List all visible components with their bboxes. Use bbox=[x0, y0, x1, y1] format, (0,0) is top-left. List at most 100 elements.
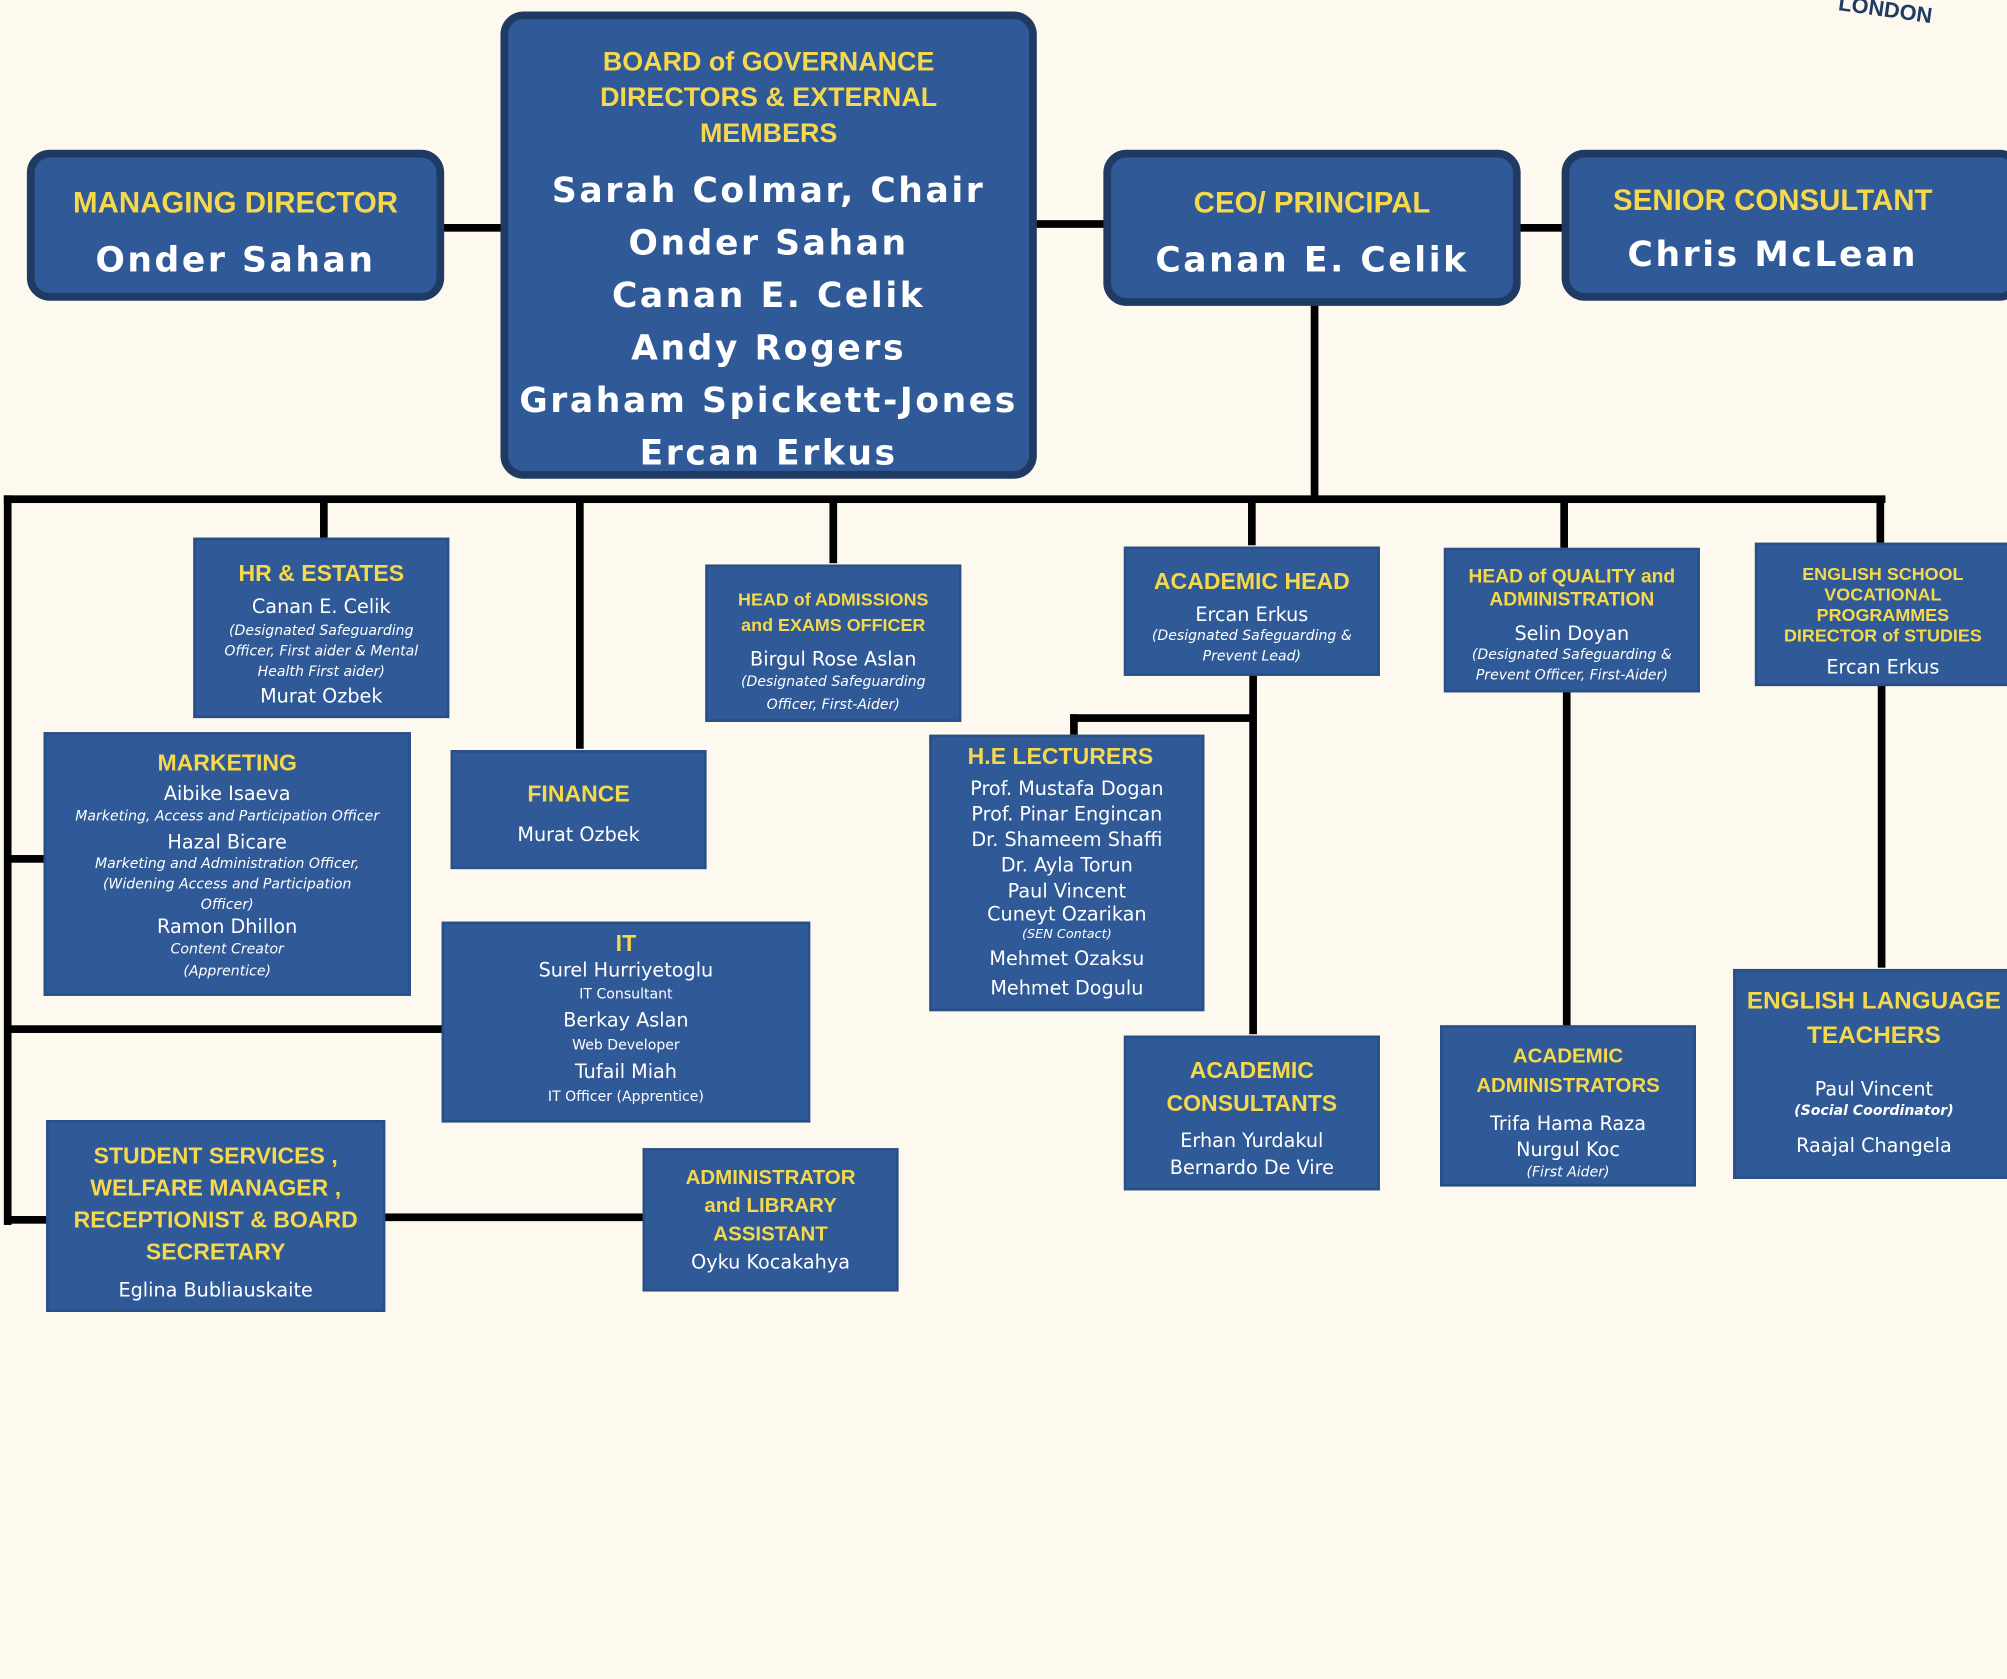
academic-head-role-line-2: Prevent Lead) bbox=[1202, 647, 1302, 665]
lecturer-name: Paul Vincent bbox=[1007, 879, 1127, 903]
board-member: Andy Rogers bbox=[631, 328, 907, 369]
academic-head-role-line-1: (Designated Safeguarding & bbox=[1151, 627, 1352, 644]
marketing-name-3: Ramon Dhillon bbox=[157, 915, 298, 939]
lecturer-name: Prof. Pinar Engincan bbox=[971, 802, 1163, 826]
student-services-name: Eglina Bubliauskaite bbox=[118, 1278, 313, 1302]
academic-head-name: Ercan Erkus bbox=[1195, 602, 1309, 626]
academic-consultants-box: ACADEMIC CONSULTANTS Erhan Yurdakul Bern… bbox=[1123, 1035, 1380, 1191]
english-school-title-line-3: PROGRAMMES bbox=[1816, 604, 1950, 625]
connector-line bbox=[1031, 220, 1109, 228]
lecturer-name: Mehmet Dogulu bbox=[990, 976, 1144, 1000]
marketing-title: MARKETING bbox=[157, 750, 297, 776]
admissions-role-line-1: (Designated Safeguarding bbox=[741, 673, 926, 690]
board-member: Graham Spickett-Jones bbox=[519, 381, 1018, 422]
managing-director-box: MANAGING DIRECTOR Onder Sahan bbox=[26, 149, 445, 301]
quality-role-line-1: (Designated Safeguarding & bbox=[1471, 646, 1672, 664]
board-box: BOARD of GOVERNANCE DIRECTORS & EXTERNAL… bbox=[500, 11, 1037, 479]
lecturer-sen-role: (SEN Contact) bbox=[1022, 928, 1112, 943]
marketing-role-3a: Content Creator bbox=[170, 940, 284, 958]
marketing-box: MARKETING Aibike Isaeva Marketing, Acces… bbox=[43, 732, 411, 996]
english-school-title-line-2: VOCATIONAL bbox=[1824, 583, 1942, 605]
consultants-title-line-2: CONSULTANTS bbox=[1166, 1090, 1338, 1117]
english-school-box: ENGLISH SCHOOL VOCATIONAL PROGRAMMES DIR… bbox=[1754, 542, 2007, 687]
quality-title-line-1: HEAD of QUALITY and bbox=[1468, 565, 1676, 588]
connector-line bbox=[320, 499, 328, 538]
senior-consultant-name: Chris McLean bbox=[1627, 235, 1919, 276]
board-title-line-1: BOARD of GOVERNANCE bbox=[602, 47, 935, 77]
connector-line bbox=[7, 855, 47, 863]
managing-director-title: MANAGING DIRECTOR bbox=[73, 185, 398, 219]
connector-line bbox=[576, 499, 584, 749]
ceo-box: CEO/ PRINCIPAL Canan E. Celik bbox=[1103, 149, 1521, 306]
it-name-2: Berkay Aslan bbox=[563, 1008, 689, 1032]
student-services-title-line-1: STUDENT SERVICES , bbox=[93, 1143, 338, 1169]
admissions-role-line-2: Officer, First-Aider) bbox=[766, 696, 900, 713]
marketing-role-2c: Officer) bbox=[200, 896, 254, 913]
connector-line bbox=[1877, 683, 1886, 968]
it-box: IT Surel Hurriyetoglu IT Consultant Berk… bbox=[441, 921, 811, 1123]
it-role-1: IT Consultant bbox=[579, 985, 673, 1003]
teachers-title-line-2: TEACHERS bbox=[1807, 1022, 1941, 1050]
consultants-title-line-1: ACADEMIC bbox=[1189, 1057, 1314, 1083]
marketing-name-1: Aibike Isaeva bbox=[163, 782, 291, 806]
connector-line bbox=[1070, 714, 1078, 735]
marketing-role-3b: (Apprentice) bbox=[183, 962, 272, 980]
senior-consultant-title: SENIOR CONSULTANT bbox=[1613, 183, 1933, 217]
ceo-name: Canan E. Celik bbox=[1155, 240, 1469, 281]
lecturer-name: Dr. Shameem Shaffi bbox=[971, 828, 1163, 852]
teachers-title-line-1: ENGLISH LANGUAGE bbox=[1746, 988, 2001, 1016]
it-role-3: IT Officer (Apprentice) bbox=[547, 1088, 704, 1105]
it-title: IT bbox=[615, 930, 637, 957]
student-services-title-line-3: RECEPTIONIST & BOARD bbox=[73, 1207, 358, 1233]
administrators-title-line-1: ACADEMIC bbox=[1512, 1045, 1624, 1068]
connector-line bbox=[1248, 499, 1256, 546]
administrators-title-line-2: ADMINISTRATORS bbox=[1476, 1075, 1660, 1097]
connector-line bbox=[3, 495, 1886, 504]
connector-line bbox=[1070, 714, 1254, 722]
hr-name: Canan E. Celik bbox=[251, 595, 391, 619]
college-seal: LONDON bbox=[1836, 0, 1934, 29]
admissions-box: HEAD of ADMISSIONS and EXAMS OFFICER Bir… bbox=[705, 564, 962, 722]
hr-role-line-1: (Designated Safeguarding bbox=[229, 622, 414, 639]
library-title-line-2: and LIBRARY bbox=[704, 1195, 837, 1218]
consultant-name: Erhan Yurdakul bbox=[1180, 1128, 1324, 1152]
admissions-title-line-2: and EXAMS OFFICER bbox=[741, 614, 926, 635]
academic-head-title: ACADEMIC HEAD bbox=[1153, 568, 1350, 594]
connector-line bbox=[1876, 499, 1885, 543]
senior-consultant-box: SENIOR CONSULTANT Chris McLean bbox=[1561, 149, 2007, 301]
ceo-title: CEO/ PRINCIPAL bbox=[1193, 185, 1431, 219]
english-school-name: Ercan Erkus bbox=[1826, 655, 1940, 679]
lecturer-name: Prof. Mustafa Dogan bbox=[970, 776, 1164, 800]
hr-estates-box: HR & ESTATES Canan E. Celik (Designated … bbox=[193, 537, 450, 719]
managing-director-name: Onder Sahan bbox=[95, 240, 376, 281]
administrator-name: Trifa Hama Raza bbox=[1489, 1112, 1647, 1136]
lecturers-box: H.E LECTURERS Prof. Mustafa Dogan Prof. … bbox=[929, 734, 1205, 1012]
student-services-title-line-2: WELFARE MANAGER , bbox=[90, 1175, 342, 1201]
lecturer-name: Dr. Ayla Torun bbox=[1000, 853, 1133, 877]
connector-line bbox=[1249, 673, 1257, 1035]
finance-title: FINANCE bbox=[527, 780, 630, 807]
library-title-line-3: ASSISTANT bbox=[713, 1223, 828, 1246]
admissions-title-line-1: HEAD of ADMISSIONS bbox=[738, 588, 929, 610]
board-member: Canan E. Celik bbox=[611, 276, 926, 317]
connector-line bbox=[3, 495, 12, 1225]
library-title-line-1: ADMINISTRATOR bbox=[685, 1167, 856, 1190]
english-teachers-box: ENGLISH LANGUAGE TEACHERS Paul Vincent (… bbox=[1733, 968, 2007, 1179]
connector-line bbox=[384, 1213, 644, 1222]
connector-line bbox=[1562, 688, 1571, 1027]
it-name-3: Tufail Miah bbox=[574, 1059, 677, 1083]
board-title-line-2: DIRECTORS & EXTERNAL bbox=[600, 83, 938, 113]
hr-name-2: Murat Ozbek bbox=[260, 684, 383, 708]
english-school-title-line-4: DIRECTOR of STUDIES bbox=[1783, 624, 1982, 646]
quality-name: Selin Doyan bbox=[1514, 622, 1630, 646]
quality-title-line-2: ADMINISTRATION bbox=[1489, 588, 1655, 611]
connector-line bbox=[441, 224, 506, 232]
finance-name: Murat Ozbek bbox=[517, 823, 640, 847]
quality-role-line-2: Prevent Officer, First-Aider) bbox=[1475, 666, 1668, 684]
administrator-name: Nurgul Koc bbox=[1516, 1137, 1620, 1161]
teacher-name: Raajal Changela bbox=[1796, 1134, 1952, 1158]
marketing-role-1: Marketing, Access and Participation Offi… bbox=[75, 807, 380, 825]
lecturers-title: H.E LECTURERS bbox=[967, 743, 1154, 770]
library-name: Oyku Kocakahya bbox=[691, 1250, 850, 1274]
